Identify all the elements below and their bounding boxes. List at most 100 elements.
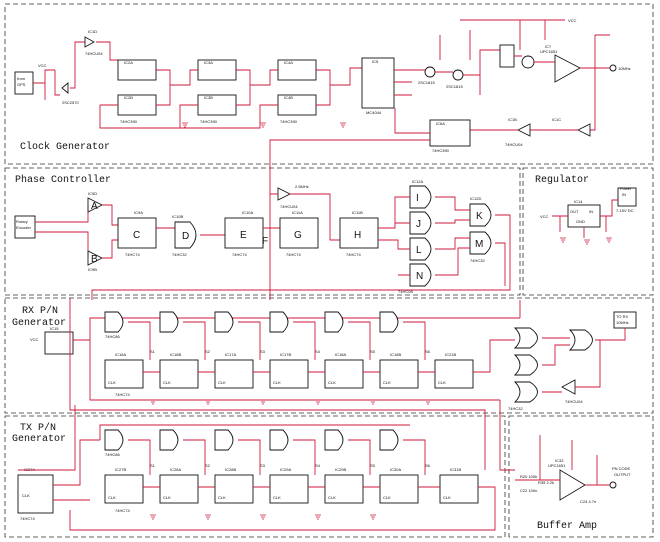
buffer-amp-title: Buffer Amp [537,520,597,532]
rx-or-3 [513,381,538,403]
block-c-letter: C [133,230,140,241]
phase-block-m-chip: 74HC32 [470,258,485,263]
buffer-opamp-chip: UPC1651 [548,463,566,468]
rx-ff-7 [434,359,474,389]
buffer-opamp-ref: IC33 [555,458,564,463]
clock-generator: from GPS VCC 2SC2570 IC1D 74HCU04 IC2A I… [14,18,631,300]
crystal-icon [499,44,515,68]
phase-block-c-chip: 74HC74 [125,252,140,257]
ground-symbols [150,122,612,520]
regulator-in-pin: IN [589,209,593,214]
rx-switch-s2: S2 [205,349,211,354]
tx-ff-5 [324,474,364,504]
rx-ic15-ref: IC15 [50,326,59,331]
pn-code-output-label-line2: OUTPUT [614,472,631,477]
buffer-part-c22: C22 100n [520,488,537,493]
phase-block-h-ref: IC11B [352,210,363,215]
tx-ff-3 [214,474,254,504]
tx-ff-7 [439,474,479,504]
power-label-line3: 7-15V DC [616,208,634,213]
phase-block-c [117,217,157,249]
regulator-ref: IC14 [574,199,583,204]
rx-output-label-line1: TO RX [616,314,628,319]
rx-pn-frame [4,297,654,414]
tx-xor-chip: 74HC86 [105,452,120,457]
tx-pn-frame [4,415,506,538]
block-l-letter: L [416,245,422,256]
regulator-gnd-pin: GND [576,219,585,224]
rx-ff-4 [269,359,309,389]
pn-code-output-label-line1: PN CODE [612,466,631,471]
block-b-letter: B [91,254,98,265]
tx-ff-3-ref: IC28B [225,467,236,472]
power-label-line2: IN [622,192,626,197]
gps-label-line1: from [17,76,26,81]
tx-xor-5 [324,429,344,451]
tx-xor-1 [104,429,124,451]
rx-inverter-chip: 74HCU04 [565,399,583,404]
tx-ff-2-ref: IC28A [170,467,181,472]
rx-xor-chip: 74HC86 [105,334,120,339]
block-e-letter: E [240,230,247,241]
regulator-frame [522,167,654,296]
tx-switch-s3: S3 [260,463,266,468]
rx-xor-1 [104,311,124,333]
block-g-letter: G [294,230,302,241]
phase-block-g [279,217,319,249]
vco-chip: UPC1651 [540,49,558,54]
tx-ff-6-ref: IC30A [390,467,401,472]
buffer-part-c24: C24 4.7n [580,499,596,504]
clock-inverter-1-ref: IC1D [88,29,97,34]
tx-ff-1-clk: CLK [108,495,116,500]
rx-ff-5-ref: IC18A [335,352,346,357]
phase-inverter-b-icon [87,250,104,266]
block-d-letter: D [182,231,189,242]
tx-switch-s6: S6 [425,463,431,468]
phase-inverter-a-icon [87,197,104,213]
rx-ff-3 [214,359,254,389]
feedback-inverter-1-ref: IC1C [552,117,561,122]
rx-pn-generator: IC15 VCC 74HC86 S1 S2 S3 S4 S5 S6 IC16A … [30,311,637,411]
rx-ff-5 [324,359,364,389]
phase-block-g-ref: IC11A [292,210,303,215]
rx-ic15 [44,331,74,355]
feedback-inverter-1-icon [576,123,591,137]
oscillator-transistor-icon [521,55,535,69]
rotary-encoder-label-line1: Rotary [16,219,28,224]
phase-block-g-chip: 74HC74 [286,252,301,257]
tx-ff-chip: 74HC74 [115,508,130,513]
phase-detector-ref: IC5 [372,59,379,64]
rx-xor-2 [159,311,179,333]
phase-block-d-chip: 74HC32 [172,252,187,257]
phase-inverter-b-ref: IC9B [88,267,97,272]
rx-inverter-icon [561,379,576,395]
tx-xor-4 [269,429,289,451]
power-jack-box [617,187,637,207]
input-transistor-icon [61,82,69,94]
tx-ff-3-clk: CLK [218,495,226,500]
counter-ic6a [429,119,471,147]
rx-ff-2 [159,359,199,389]
counter-ic3-chip: 74HC390 [200,119,218,124]
phase-block-e-ref: IC10A [242,210,253,215]
tx-ic27a-chip: 74HC74 [20,516,35,521]
phase-block-d [174,221,197,249]
phase-clock-label: 2.5MHz [295,184,309,189]
clock-generator-title: Clock Generator [20,141,110,153]
counter-ic2-chip: 74HC390 [120,119,138,124]
counter-ic3a-ref: IC3A [204,60,213,65]
rotary-encoder-label-line2: Encoder [16,225,32,230]
rx-ff-2-clk: CLK [163,380,171,385]
rx-ff-5-clk: CLK [328,380,336,385]
clock-inverter-1-icon [84,36,95,48]
counter-ic2a-ref: IC2A [124,60,133,65]
phase-block-n [409,263,432,287]
vco-vcc-label: VCC [568,18,577,23]
rx-pn-title-line2: Generator [12,318,66,329]
block-a-letter: A [91,201,98,212]
feedback-inverter-2-icon [516,123,531,137]
loop-transistor-1-label: 2SC1815 [418,80,435,85]
rx-ff-7-ref: IC21B [445,352,456,357]
rotary-encoder-box [14,215,36,239]
phase-block-i [409,185,432,209]
